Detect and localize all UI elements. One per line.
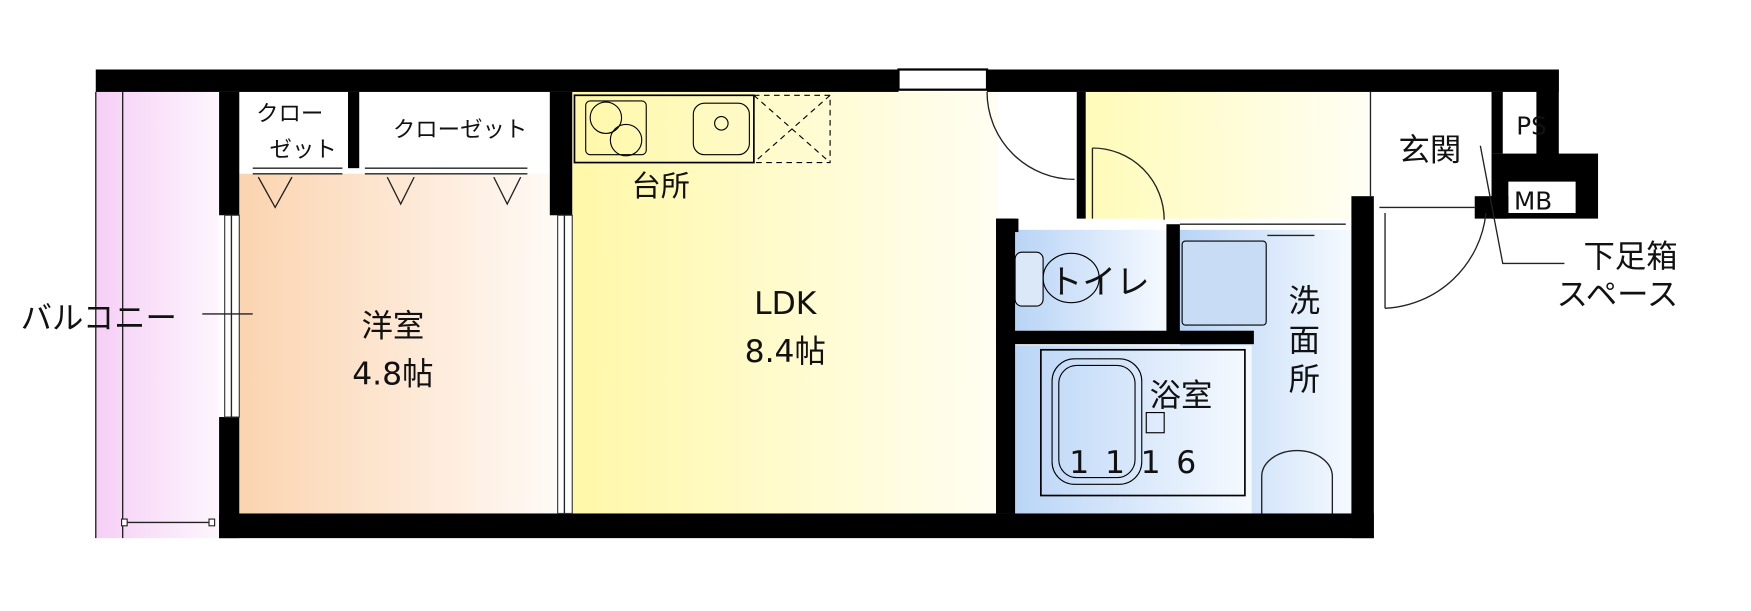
- ldk-label: LDK: [754, 286, 818, 322]
- western-room-floor: [239, 173, 557, 514]
- toilet-label: トイレ: [1049, 263, 1150, 302]
- washroom-label-1: 洗: [1289, 284, 1320, 320]
- fixtures: [202, 91, 1565, 515]
- bathroom-label: 浴室: [1150, 378, 1213, 414]
- closet-small-label-1: クロー: [256, 101, 323, 127]
- walls: [95, 68, 1599, 539]
- western-room-label: 洋室: [361, 308, 424, 344]
- hallway-floor: [1082, 91, 1369, 219]
- kitchen-label: 台所: [632, 169, 690, 203]
- washroom-label-2: 面: [1289, 323, 1320, 359]
- entrance-label: 玄関: [1399, 132, 1462, 168]
- shoe-box-label-2: スペース: [1557, 277, 1679, 313]
- shoe-box-label-1: 下足箱: [1583, 239, 1677, 275]
- entrance-floor: [1370, 91, 1494, 205]
- western-room-size: 4.8帖: [352, 357, 433, 393]
- mb-label: MB: [1514, 187, 1552, 216]
- balcony-area: [95, 91, 220, 539]
- bathroom-floor: [1007, 345, 1252, 514]
- closet-large-label: クローゼット: [393, 117, 527, 143]
- ldk-size: 8.4帖: [745, 334, 826, 370]
- ps-label: PS: [1516, 112, 1547, 141]
- balcony-label: バルコニー: [21, 300, 177, 336]
- closet-floor: [239, 91, 557, 171]
- washroom-label-3: 所: [1289, 362, 1320, 398]
- closet-small-label-2: ゼット: [270, 137, 337, 163]
- bath-size-label: 1116: [1069, 445, 1212, 481]
